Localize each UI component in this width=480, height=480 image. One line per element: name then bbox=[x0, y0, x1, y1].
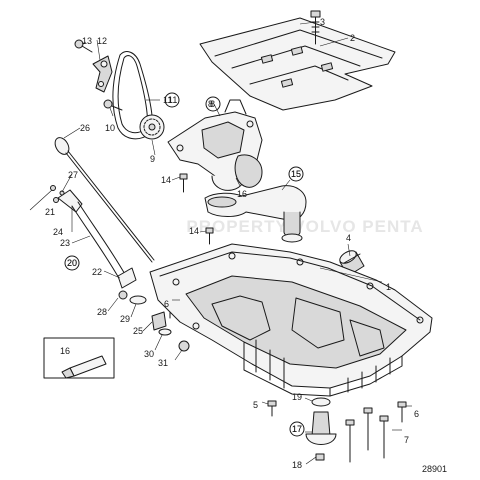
callout-5: 5 bbox=[253, 400, 258, 410]
callout-26: 26 bbox=[80, 123, 90, 133]
callout-2: 2 bbox=[350, 33, 355, 43]
callout-15-circled: 15 bbox=[291, 169, 301, 179]
assembly-circles: 11 8 15 20 17 bbox=[64, 92, 305, 437]
leader-lines bbox=[29, 21, 412, 465]
callout-1: 1 bbox=[386, 282, 391, 292]
level-sensor-parts bbox=[129, 292, 190, 352]
callout-16-box: 16 bbox=[60, 346, 70, 356]
callout-10: 10 bbox=[105, 123, 115, 133]
callout-29: 29 bbox=[120, 314, 130, 324]
callout-8-circled: 8 bbox=[210, 99, 215, 109]
oil-sump bbox=[149, 243, 433, 397]
callout-9: 9 bbox=[150, 154, 155, 164]
oil-pump-bolt-upper bbox=[179, 173, 188, 193]
callout-27: 27 bbox=[68, 170, 78, 180]
callout-15-circle bbox=[288, 166, 304, 182]
watermark: PROPERTY VOLVO PENTA bbox=[186, 217, 423, 236]
callout-31: 31 bbox=[158, 358, 168, 368]
callout-12: 12 bbox=[97, 36, 107, 46]
callout-16: 16 bbox=[237, 189, 247, 199]
callout-4: 4 bbox=[346, 233, 351, 243]
sump-bolts bbox=[267, 400, 407, 463]
callout-14-lower: 14 bbox=[189, 226, 199, 236]
callout-14-upper: 14 bbox=[161, 175, 171, 185]
oil-pump-sprocket bbox=[139, 114, 165, 140]
callout-25: 25 bbox=[133, 326, 143, 336]
oil-pickup-pipe bbox=[204, 185, 307, 243]
oil-pump-bolt-lower bbox=[205, 227, 214, 245]
callout-13: 13 bbox=[82, 36, 92, 46]
callout-3: 3 bbox=[320, 17, 325, 27]
dipstick bbox=[54, 137, 155, 263]
callout-21: 21 bbox=[45, 207, 55, 217]
tensioner-bolt bbox=[74, 39, 93, 53]
baffle-bolt bbox=[310, 10, 321, 45]
oil-pump bbox=[167, 99, 263, 191]
callout-11: 11 bbox=[163, 95, 172, 105]
callout-24: 24 bbox=[53, 227, 63, 237]
callout-19: 19 bbox=[292, 392, 302, 402]
image-number: 28901 bbox=[422, 464, 447, 474]
callout-28: 28 bbox=[97, 307, 107, 317]
callout-20-circled: 20 bbox=[67, 258, 77, 268]
callout-20: 20 bbox=[67, 258, 77, 268]
oil-filter-housing bbox=[305, 397, 337, 461]
tube-bolt bbox=[118, 290, 128, 300]
callout-20-circle bbox=[64, 255, 80, 271]
sprocket-bolt bbox=[103, 99, 123, 111]
callout-8-circle bbox=[205, 96, 221, 112]
dipstick-tube bbox=[50, 185, 137, 289]
oil-baffle-plate bbox=[199, 17, 396, 111]
callout-17: 17 bbox=[292, 424, 302, 434]
callout-7: 7 bbox=[404, 435, 409, 445]
callout-6-right: 6 bbox=[414, 409, 419, 419]
chain-tensioner bbox=[92, 55, 113, 93]
callout-23: 23 bbox=[60, 238, 70, 248]
callout-17-circle bbox=[289, 421, 305, 437]
sealant-tube-box bbox=[43, 337, 115, 379]
callout-15: 15 bbox=[291, 169, 301, 179]
callout-labels: 1 2 3 4 5 6 6 7 8 9 10 11 12 13 14 14 15… bbox=[45, 17, 419, 470]
callout-11-circled: 11 bbox=[168, 95, 177, 105]
callout-8: 8 bbox=[208, 99, 213, 109]
callout-11-circle bbox=[164, 92, 180, 108]
callout-22: 22 bbox=[92, 267, 102, 277]
callout-17-circled: 17 bbox=[292, 424, 302, 434]
callout-6-left: 6 bbox=[164, 299, 169, 309]
callout-18: 18 bbox=[292, 460, 302, 470]
callout-30: 30 bbox=[144, 349, 154, 359]
